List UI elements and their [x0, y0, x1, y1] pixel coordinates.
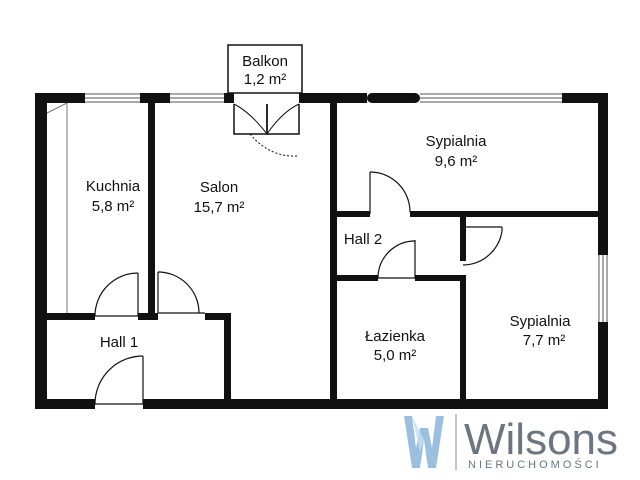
balcony-door-leaf-left	[233, 103, 268, 135]
sypialnia-right-area: 7,7 m²	[523, 332, 566, 349]
logo-word: Wilsons	[464, 415, 618, 464]
door-bedroom-top	[369, 171, 411, 214]
walls	[35, 93, 608, 409]
sypialnia-right-name: Sypialnia	[510, 313, 572, 330]
wall-hall2-right	[460, 211, 466, 261]
kitchen-counter-corner	[46, 102, 68, 114]
door-kitchen	[94, 272, 139, 317]
logo: Wilsons NIERUCHOMOŚCI	[404, 414, 618, 471]
wall-bottom-left	[35, 399, 95, 409]
balkon-name: Balkon	[242, 53, 288, 70]
room-labels: Balkon 1,2 m² Kuchnia 5,8 m² Salon 15,7 …	[86, 53, 571, 364]
door-bedroom-right	[462, 226, 503, 266]
wall-kitchen-hall1-mid	[138, 313, 158, 320]
wall-left	[35, 93, 47, 409]
balcony-door-leaf-right	[266, 103, 300, 135]
logo-divider	[455, 414, 457, 470]
sypialnia-top-name: Sypialnia	[426, 133, 488, 150]
wall-top-salon-balcony-left	[224, 93, 234, 103]
wall-bedroom-top-bottom	[410, 211, 608, 217]
lazienka-area: 5,0 m²	[374, 347, 417, 364]
wall-right-lower	[598, 322, 608, 409]
doors	[94, 171, 503, 405]
salon-area: 15,7 m²	[194, 199, 245, 216]
balcony-door-frame	[233, 104, 268, 135]
wall-top-right	[562, 93, 608, 103]
wall-hall1-right-top	[205, 313, 230, 320]
wall-top-left	[35, 93, 85, 103]
logo-mark	[404, 416, 444, 468]
hall1-name: Hall 1	[100, 334, 138, 351]
lazienka-name: Łazienka	[365, 328, 426, 345]
balcony-door-swing	[249, 133, 300, 157]
balcony-door-frame-right	[266, 104, 300, 135]
wall-top-bedroom-left	[367, 93, 420, 103]
window-kitchen	[85, 93, 140, 103]
door-salon	[157, 271, 205, 314]
wall-kitchen-hall1-left	[35, 313, 95, 320]
hall2-name: Hall 2	[344, 231, 382, 248]
wall-right-upper	[598, 93, 608, 255]
sypialnia-top-area: 9,6 m²	[435, 153, 478, 170]
wall-bathroom-right	[460, 275, 466, 400]
wall-hall1-right	[224, 313, 231, 400]
window-salon	[170, 93, 224, 103]
door-bathroom	[377, 240, 416, 279]
salon-name: Salon	[200, 179, 238, 196]
balcony-outline	[227, 44, 303, 94]
door-entrance	[94, 355, 144, 405]
balkon-area: 1,2 m²	[244, 71, 287, 88]
wall-bottom	[143, 399, 608, 409]
wall-bedroom-top-left	[330, 211, 370, 217]
kitchen-counter	[46, 102, 68, 313]
windows	[85, 93, 608, 322]
kuchnia-name: Kuchnia	[86, 178, 141, 195]
balcony	[227, 44, 303, 157]
wall-bathroom-top-right	[415, 275, 466, 281]
window-bedroom-top	[420, 93, 562, 103]
kuchnia-area: 5,8 m²	[92, 198, 135, 215]
wall-bathroom-top-left	[330, 275, 378, 281]
logo-subtitle: NIERUCHOMOŚCI	[468, 458, 602, 471]
wall-salon-right	[330, 93, 337, 400]
window-bedroom-right	[598, 255, 608, 322]
wall-kitchen-salon	[148, 93, 155, 313]
